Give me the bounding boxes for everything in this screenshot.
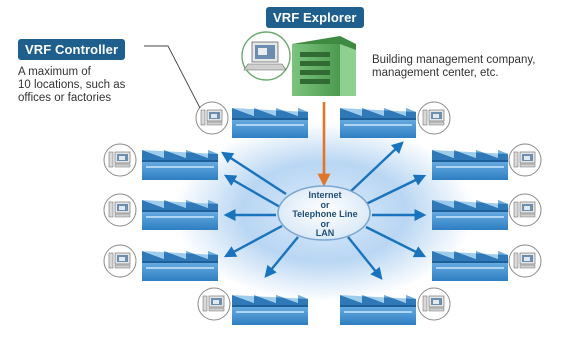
factory-icon (432, 251, 508, 281)
pc-icon (508, 143, 542, 177)
site-right-1 (340, 101, 451, 138)
pc-icon (103, 193, 137, 227)
hub-line: Internet (308, 190, 342, 200)
factory-icon (142, 251, 218, 281)
network-hub-label: Internet or Telephone Line or LAN (280, 190, 370, 239)
pc-icon (508, 244, 542, 278)
link-arrow (220, 151, 287, 196)
headquarters-building-icon (292, 36, 356, 96)
hub-line: Telephone Line (292, 209, 358, 220)
link-arrow (223, 224, 283, 258)
factory-icon (432, 200, 508, 230)
factory-icon (142, 200, 218, 230)
link-arrow (365, 174, 427, 206)
hub-line: or (320, 218, 330, 229)
site-left-2 (103, 143, 218, 180)
link-arrow (365, 225, 427, 258)
vrf-explorer-label: VRF Explorer (266, 7, 364, 28)
pc-icon (103, 244, 137, 278)
hub-line: LAN (315, 228, 335, 239)
explorer-note-line: management center, etc. (372, 67, 499, 79)
site-left-1 (195, 101, 308, 138)
factory-icon (232, 295, 308, 325)
factory-icon (142, 150, 218, 180)
explorer-note-line: Building management company, (372, 54, 536, 66)
factory-icon (432, 150, 508, 180)
factory-icon (232, 108, 308, 138)
factory-icon (340, 295, 416, 325)
link-arrow (223, 174, 281, 209)
hub-line: or (320, 199, 330, 210)
pc-icon (197, 287, 231, 321)
laptop-icon (241, 31, 291, 81)
pc-icon (508, 193, 542, 227)
link-arrow (347, 236, 383, 280)
link-arrow (264, 236, 299, 278)
pc-icon (417, 101, 451, 135)
factory-icon (340, 108, 416, 138)
pc-icon (417, 287, 451, 321)
controller-note-line: offices or factories (18, 92, 112, 104)
network-hub (277, 185, 371, 241)
controller-leader-line (144, 45, 201, 109)
link-arrow (349, 141, 404, 193)
explorer-note: Building management company, management … (372, 54, 535, 80)
controller-note-line: 10 locations, such as (18, 79, 126, 91)
pc-icon (103, 143, 137, 177)
site-right-2 (432, 143, 542, 180)
controller-note-line: A maximum of (18, 66, 91, 78)
pc-icon (195, 101, 229, 135)
controller-note: A maximum of 10 locations, such as offic… (18, 66, 125, 105)
vrf-controller-label: VRF Controller (18, 39, 126, 60)
network-links (220, 141, 427, 280)
